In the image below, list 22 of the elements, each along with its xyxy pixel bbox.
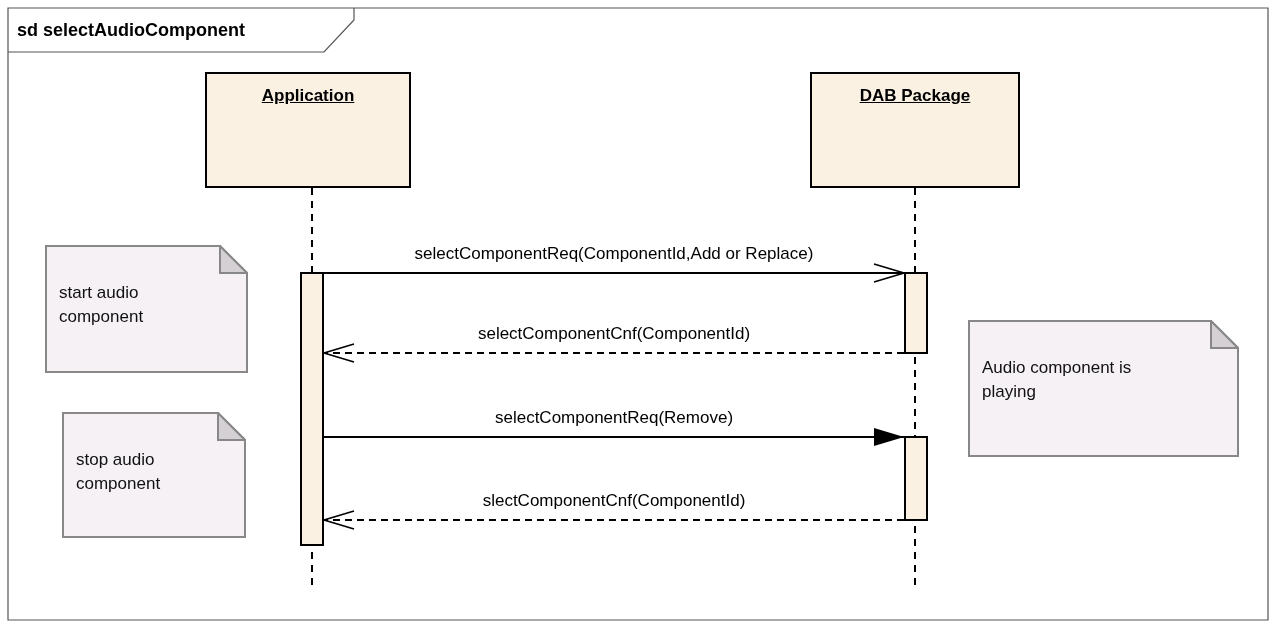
- message-arrow: [323, 510, 905, 530]
- frame-title: sd selectAudioComponent: [17, 20, 245, 41]
- lifeline-head-box: [205, 72, 411, 188]
- message-arrow: [323, 263, 905, 283]
- note-box: [45, 245, 248, 373]
- message-arrow: [323, 428, 905, 446]
- activation-bar: [904, 272, 928, 354]
- message-label: selectComponentReq(Remove): [492, 408, 736, 428]
- message-label: selectComponentCnf(ComponentId): [475, 324, 753, 344]
- note-text: Audio component is playing: [982, 357, 1133, 403]
- message-arrow: [323, 343, 905, 363]
- message-label: slectComponentCnf(ComponentId): [480, 491, 748, 511]
- lifeline-name: DAB Package: [859, 86, 971, 106]
- note-text: start audio component: [59, 282, 145, 328]
- note-box: [968, 320, 1239, 457]
- activation-bar: [300, 272, 324, 546]
- message-label: selectComponentReq(ComponentId,Add or Replace): [412, 244, 816, 264]
- note-box: [62, 412, 246, 538]
- activation-bar: [904, 436, 928, 521]
- lifeline-head-box: [810, 72, 1020, 188]
- lifeline-name: Application: [261, 86, 355, 106]
- note-text: stop audio component: [76, 449, 162, 495]
